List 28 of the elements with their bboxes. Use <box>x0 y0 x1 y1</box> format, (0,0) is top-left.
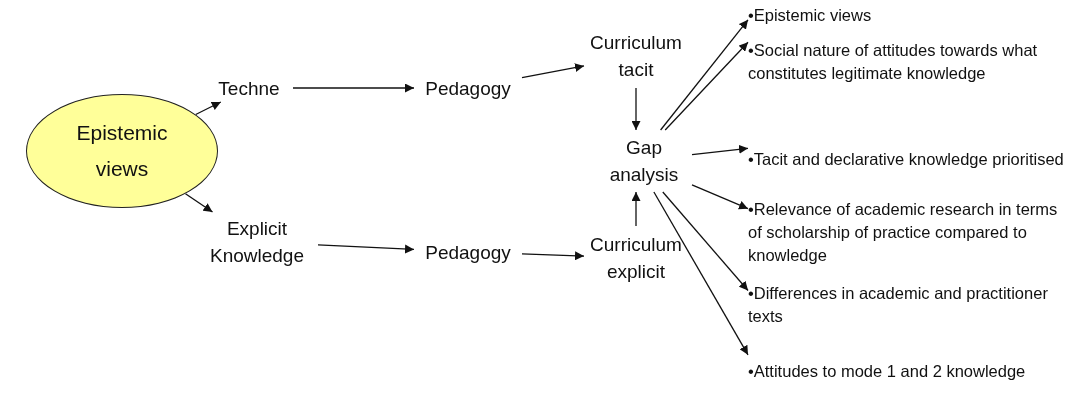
arrow <box>653 191 749 356</box>
arrow <box>631 191 641 227</box>
bullet-item: •Epistemic views <box>748 5 872 26</box>
arrow <box>521 251 585 261</box>
bullet-item: •Relevance of academic research in terms of scholarship of practice compared to knowledge <box>748 199 1059 266</box>
node-label: Epistemic views <box>75 120 169 182</box>
arrow <box>184 193 214 213</box>
arrow <box>317 244 415 254</box>
arrow <box>521 63 585 79</box>
node-label: Explicit Knowledge <box>209 217 305 268</box>
arrow <box>195 101 222 116</box>
bullet-item: •Differences in academic and practitioner texts <box>748 283 1049 327</box>
node-label: Pedagogy <box>425 76 511 101</box>
arrow <box>664 41 749 131</box>
bullet-item: •Tacit and declarative knowledge prioritised <box>748 148 1064 170</box>
arrow <box>631 87 641 131</box>
arrow <box>292 83 415 93</box>
arrow <box>691 144 749 156</box>
node-label: Curriculum explicit <box>589 233 683 284</box>
node-label: Gap analysis <box>608 136 680 187</box>
bullet-item: •Attitudes to mode 1 and 2 knowledge <box>748 360 1026 382</box>
node-label: Curriculum tacit <box>589 31 683 82</box>
node-label: Techne <box>218 76 280 101</box>
node-label: Pedagogy <box>425 240 511 265</box>
arrow <box>662 191 749 292</box>
bullet-item: •Social nature of attitudes towards what constitutes legitimate knowledge <box>748 39 1039 84</box>
arrow <box>659 19 749 131</box>
arrow <box>691 184 749 210</box>
